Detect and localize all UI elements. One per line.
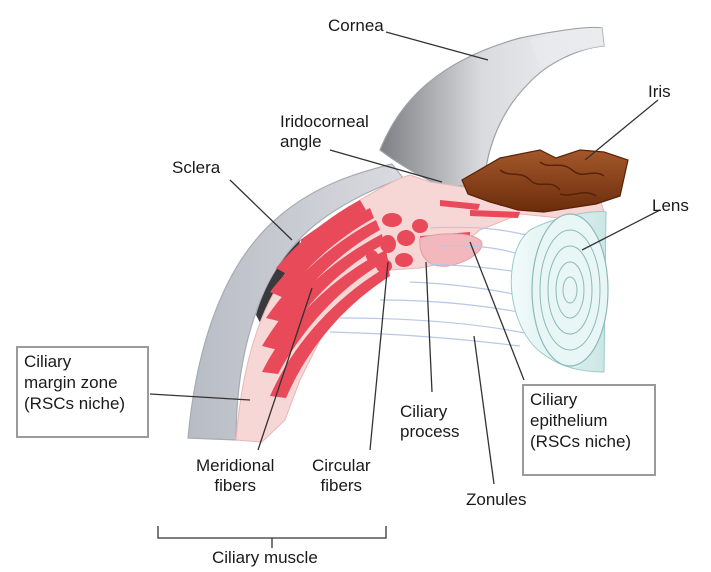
label-ciliary-muscle: Ciliary muscle: [212, 548, 318, 568]
lens-shape: [511, 212, 608, 372]
leader-zonules: [474, 336, 494, 484]
label-meridional-fibers: Meridional fibers: [196, 456, 274, 496]
leader-cornea: [386, 32, 488, 60]
label-zonules: Zonules: [466, 490, 526, 510]
leader-sclera: [230, 180, 292, 240]
label-lens: Lens: [652, 196, 689, 216]
label-circular-fibers: Circular fibers: [312, 456, 371, 496]
label-ciliary-process: Ciliary process: [400, 402, 460, 442]
leader-circular-fibers: [370, 262, 388, 450]
label-box-ciliary-epithelium: Ciliary epithelium (RSCs niche): [522, 384, 656, 476]
label-cornea: Cornea: [328, 16, 384, 36]
label-box-ciliary-margin-zone: Ciliary margin zone (RSCs niche): [16, 346, 149, 438]
label-iridocorneal-angle: Iridocorneal angle: [280, 112, 369, 152]
ciliary-muscle-bracket: [158, 526, 386, 548]
leader-ciliary-process: [426, 262, 432, 392]
leader-iris: [585, 100, 658, 160]
label-sclera: Sclera: [172, 158, 220, 178]
label-iris: Iris: [648, 82, 671, 102]
